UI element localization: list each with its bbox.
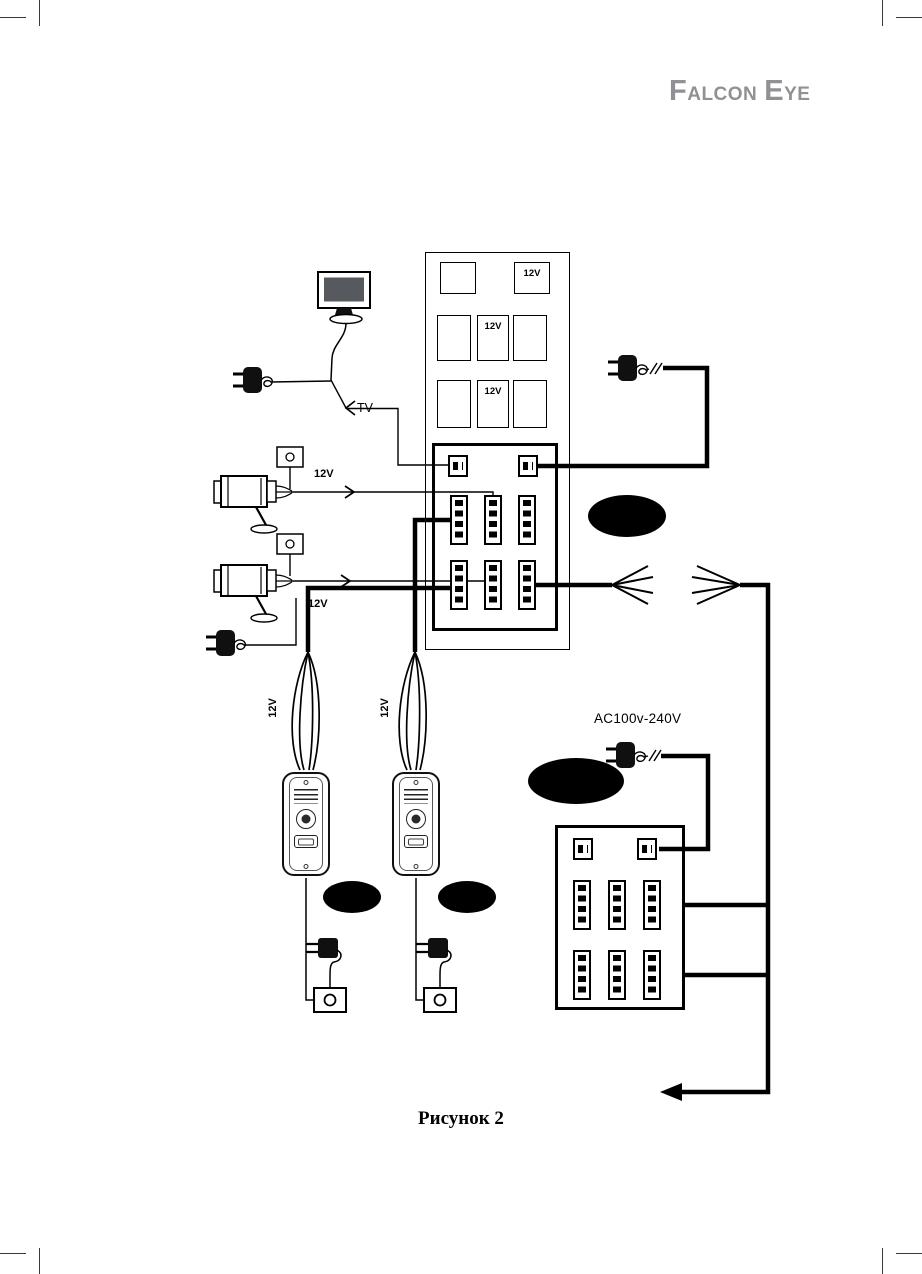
tv-label: TV <box>357 401 373 415</box>
panel-port-12v: 12V <box>514 262 550 294</box>
arrow-chevron-icon <box>344 485 356 499</box>
panel-port <box>437 315 471 361</box>
terminal-connector <box>637 838 657 860</box>
monitor-icon <box>317 271 371 325</box>
terminal-connector <box>608 880 626 930</box>
door-station-icon <box>392 772 440 876</box>
terminal-connector <box>573 880 591 930</box>
power-plug-icon <box>204 598 297 658</box>
junction-box-icon <box>276 446 304 489</box>
tv-wire <box>330 379 448 466</box>
terminal-connector <box>450 560 468 610</box>
panel-port <box>437 380 471 428</box>
screw-icon <box>413 780 419 785</box>
flow-arrow-icon <box>660 1083 682 1101</box>
terminal-connector <box>643 880 661 930</box>
door1-voltage-label: 12V <box>267 698 279 718</box>
terminal-connector <box>484 560 502 610</box>
terminal-connector <box>573 838 593 860</box>
call-button-icon <box>294 835 318 848</box>
panel-port-12v: 12V <box>477 380 509 428</box>
terminal-connector <box>518 560 536 610</box>
screw-icon <box>303 864 309 869</box>
monitor-rear-panel <box>425 252 570 650</box>
cable-break-icon <box>648 749 662 762</box>
monitor-cable <box>330 322 347 381</box>
cctv-camera-icon <box>212 563 294 624</box>
port-voltage-label: 12V <box>484 386 502 397</box>
door-camera-icon <box>296 809 316 829</box>
logo-word1-rest: ALCON <box>687 84 758 105</box>
logo-word2-rest: YE <box>784 84 811 105</box>
distributor-cable <box>682 582 771 1095</box>
camera2-voltage-label: 12V <box>308 598 328 610</box>
figure-caption: Рисунок 2 <box>418 1108 504 1129</box>
logo-word1-initial: F <box>669 75 688 107</box>
door-camera-icon <box>406 809 426 829</box>
terminal-connector <box>573 950 591 1000</box>
monitor-terminal-block <box>432 443 558 631</box>
speaker-grille-icon <box>404 789 428 804</box>
cctv-camera-icon <box>212 474 294 535</box>
panel-port-12v: 12V <box>477 315 509 361</box>
cable-splay-icon <box>611 565 654 605</box>
panel-port <box>513 315 547 361</box>
panel-port <box>440 262 476 294</box>
terminal-connector <box>448 455 468 477</box>
port-voltage-label: 12V <box>523 268 541 279</box>
junction-box-icon <box>276 533 304 576</box>
terminal-connector <box>450 495 468 545</box>
cable-break-icon <box>649 362 663 375</box>
cable-splay-icon <box>291 651 320 771</box>
redaction-oval <box>528 758 624 804</box>
screw-icon <box>303 780 309 785</box>
power-plug-icon <box>416 942 428 954</box>
power-plug-icon <box>306 942 318 954</box>
door1-cable <box>305 585 450 652</box>
terminal-connector <box>484 495 502 545</box>
terminal-connector <box>518 455 538 477</box>
redaction-oval <box>323 881 381 913</box>
door-station-icon <box>282 772 330 876</box>
arrow-chevron-icon <box>340 574 352 588</box>
panel-port <box>513 380 547 428</box>
power-distributor-block <box>555 825 685 1010</box>
terminal-connector <box>643 950 661 1000</box>
arrow-chevron-icon <box>344 400 356 416</box>
redaction-oval <box>438 881 496 913</box>
ac-input-label: AC100v-240V <box>594 711 682 726</box>
terminal-connector <box>518 495 536 545</box>
cable-splay-icon <box>398 651 427 771</box>
power-plug-icon <box>538 353 710 469</box>
speaker-grille-icon <box>294 789 318 804</box>
redaction-oval <box>588 495 666 537</box>
terminal-connector <box>608 950 626 1000</box>
cable-splay-icon <box>691 565 741 605</box>
camera1-voltage-label: 12V <box>314 468 334 480</box>
screw-icon <box>413 864 419 869</box>
lock-assembly <box>415 878 457 1013</box>
port-voltage-label: 12V <box>484 321 502 332</box>
door2-cable <box>412 517 450 652</box>
door2-voltage-label: 12V <box>379 698 391 718</box>
power-plug-icon <box>231 365 332 395</box>
call-button-icon <box>404 835 428 848</box>
lock-assembly <box>305 878 347 1013</box>
logo-word2-initial: E <box>764 75 785 107</box>
